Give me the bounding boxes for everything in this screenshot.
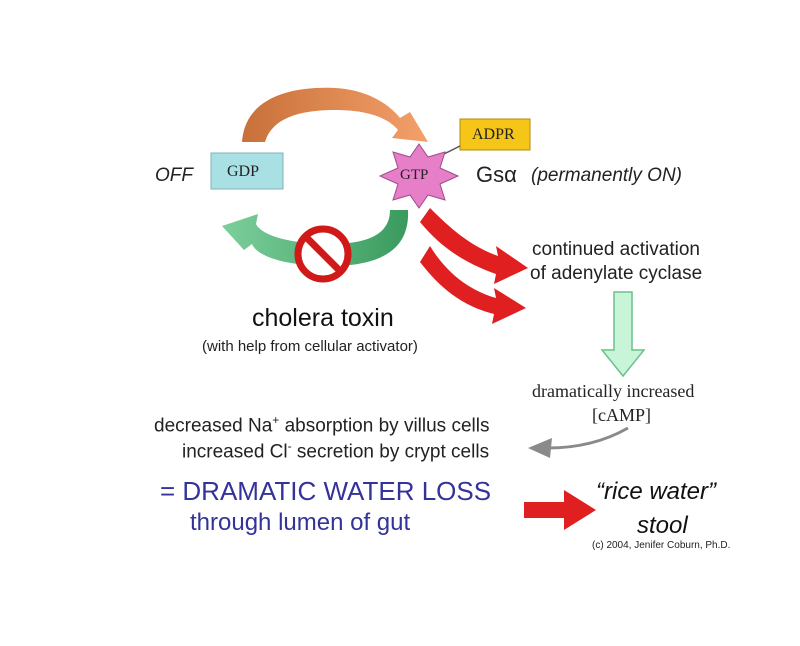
toxin-subtitle: (with help from cellular activator)	[202, 338, 418, 355]
adpr-box	[459, 118, 531, 151]
grey-arrow	[547, 426, 629, 450]
prohibition-icon	[294, 225, 352, 283]
top-cycle-arrow	[242, 87, 428, 142]
gs-alpha-label: Gsα	[476, 162, 517, 187]
stool-line2: stool	[637, 512, 688, 539]
effects-line1: decreased Na+ absorption by villus cells	[154, 413, 490, 437]
stool-line1: “rice water”	[596, 478, 717, 505]
red-arrow-lower	[420, 246, 526, 324]
activation-line2: of adenylate cyclase	[530, 263, 703, 284]
bottom-cycle-arrow	[222, 210, 409, 266]
gtp-star	[378, 143, 460, 209]
gtp-label: GTP	[400, 167, 429, 183]
down-arrow	[600, 291, 646, 378]
red-arrow-upper	[420, 208, 528, 284]
adpr-label: ADPR	[472, 126, 515, 143]
gdp-label: GDP	[227, 163, 260, 180]
effects-line2: increased Cl- secretion by crypt cells	[182, 439, 490, 463]
off-label: OFF	[155, 165, 193, 186]
grey-arrow-head	[528, 438, 552, 458]
camp-line1: dramatically increased	[532, 381, 695, 401]
activation-line1: continued activation	[532, 239, 700, 260]
gdp-box	[210, 152, 284, 190]
loss-line2: through lumen of gut	[190, 509, 411, 536]
red-straight-arrow	[524, 490, 596, 530]
toxin-title: cholera toxin	[252, 304, 394, 332]
copyright: (c) 2004, Jenifer Coburn, Ph.D.	[592, 540, 731, 551]
loss-line1: = DRAMATIC WATER LOSS	[160, 476, 492, 506]
gs-status: (permanently ON)	[531, 165, 682, 186]
camp-line2: [cAMP]	[592, 405, 651, 425]
